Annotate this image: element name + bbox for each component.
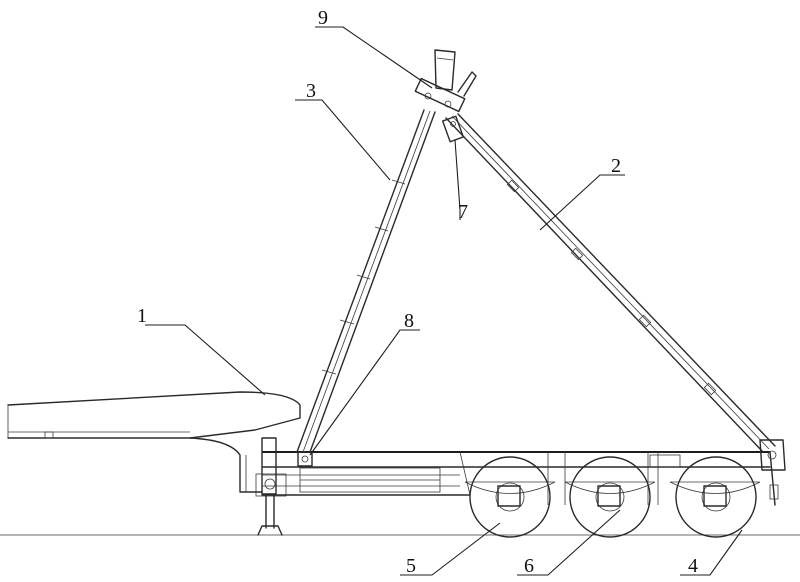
wheel-3 — [669, 456, 761, 538]
diagonal-stay — [445, 113, 786, 471]
wheel-1 — [464, 456, 556, 538]
leader-5 — [400, 522, 501, 576]
leader-7 — [454, 139, 461, 220]
leader-1 — [145, 324, 266, 396]
callout-6: 6 — [524, 555, 534, 577]
leader-4 — [680, 529, 743, 576]
callout-1: 1 — [137, 305, 147, 327]
leader-2 — [539, 174, 625, 231]
callout-2: 2 — [611, 155, 621, 177]
hinge-connector — [297, 451, 313, 467]
upper-fitting — [441, 115, 465, 143]
callout-3: 3 — [306, 80, 316, 102]
boom-head — [414, 49, 477, 113]
callout-9: 9 — [318, 7, 328, 29]
trailer-gooseneck-body — [7, 391, 301, 493]
leader-3 — [295, 99, 391, 181]
main-frame — [261, 451, 779, 506]
telescopic-boom — [296, 109, 436, 453]
callout-7: 7 — [458, 201, 468, 223]
callout-8: 8 — [404, 310, 414, 332]
leader-8 — [309, 329, 420, 456]
callout-5: 5 — [406, 555, 416, 577]
callout-4: 4 — [688, 555, 698, 577]
leader-6 — [517, 509, 621, 576]
wheel-2 — [564, 456, 656, 538]
leader-9 — [315, 26, 433, 89]
landing-leg — [255, 437, 287, 536]
